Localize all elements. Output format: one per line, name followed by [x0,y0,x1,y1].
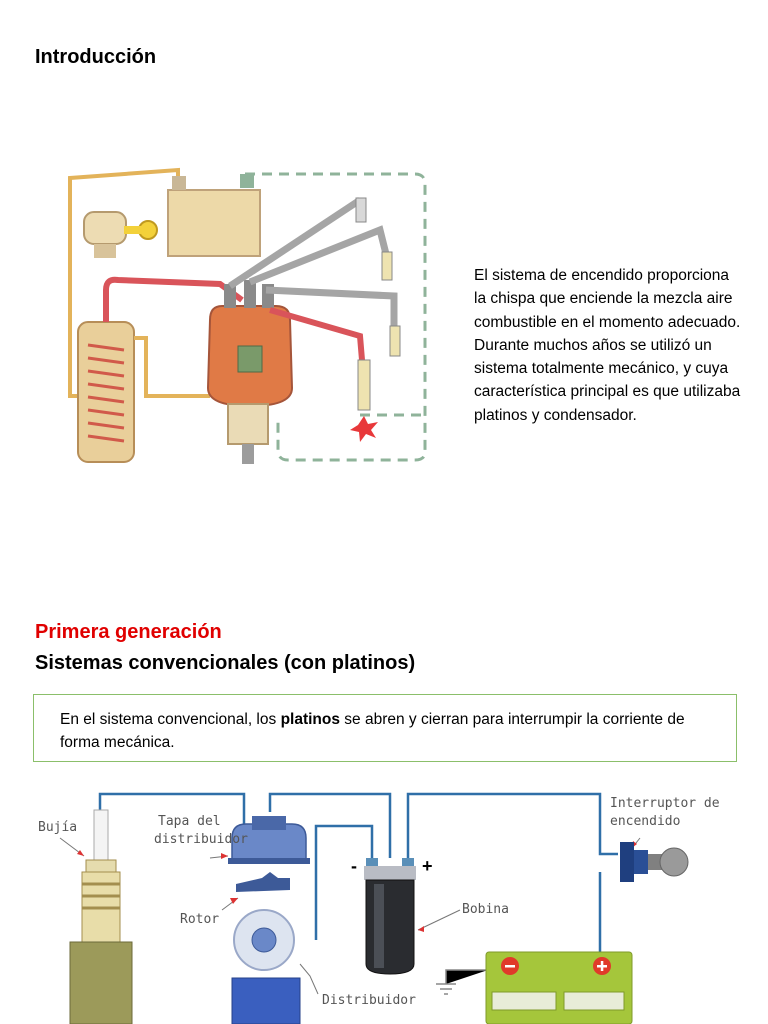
info-text-start: En el sistema convencional, los [60,711,281,728]
ignition-system-illustration [68,167,427,464]
label-bujia: Bujía [38,820,78,835]
label-interruptor-line2: encendido [610,814,681,829]
info-text-bold: platinos [280,711,340,728]
circuit-diagram [59,792,689,1024]
label-tapa-line1: Tapa del [158,814,221,829]
intro-title: Introducción [35,46,157,68]
label-interruptor-line1: Interruptor de [610,796,720,811]
info-text-end: se abren y cierran para interrumpir la c… [60,711,685,751]
intro-paragraph-2: Durante muchos años se utilizó un sistem… [474,336,741,424]
label-rotor: Rotor [180,912,220,927]
coil-plus-sign: + [422,856,433,876]
label-distribuidor: Distribuidor [322,993,416,1008]
info-box-text: En el sistema convencional, los platinos… [60,708,720,754]
label-tapa-line2: distribuidor [154,832,248,847]
section-subtitle: Sistemas convencionales (con platinos) [35,652,416,674]
generation-title: Primera generación [35,621,222,643]
coil-minus-sign: - [351,856,357,876]
label-bobina: Bobina [462,902,509,917]
intro-paragraph-1: El sistema de encendido proporciona la c… [474,267,741,331]
info-box: En el sistema convencional, los platinos… [33,694,737,762]
intro-description: El sistema de encendido proporciona la c… [474,264,744,427]
